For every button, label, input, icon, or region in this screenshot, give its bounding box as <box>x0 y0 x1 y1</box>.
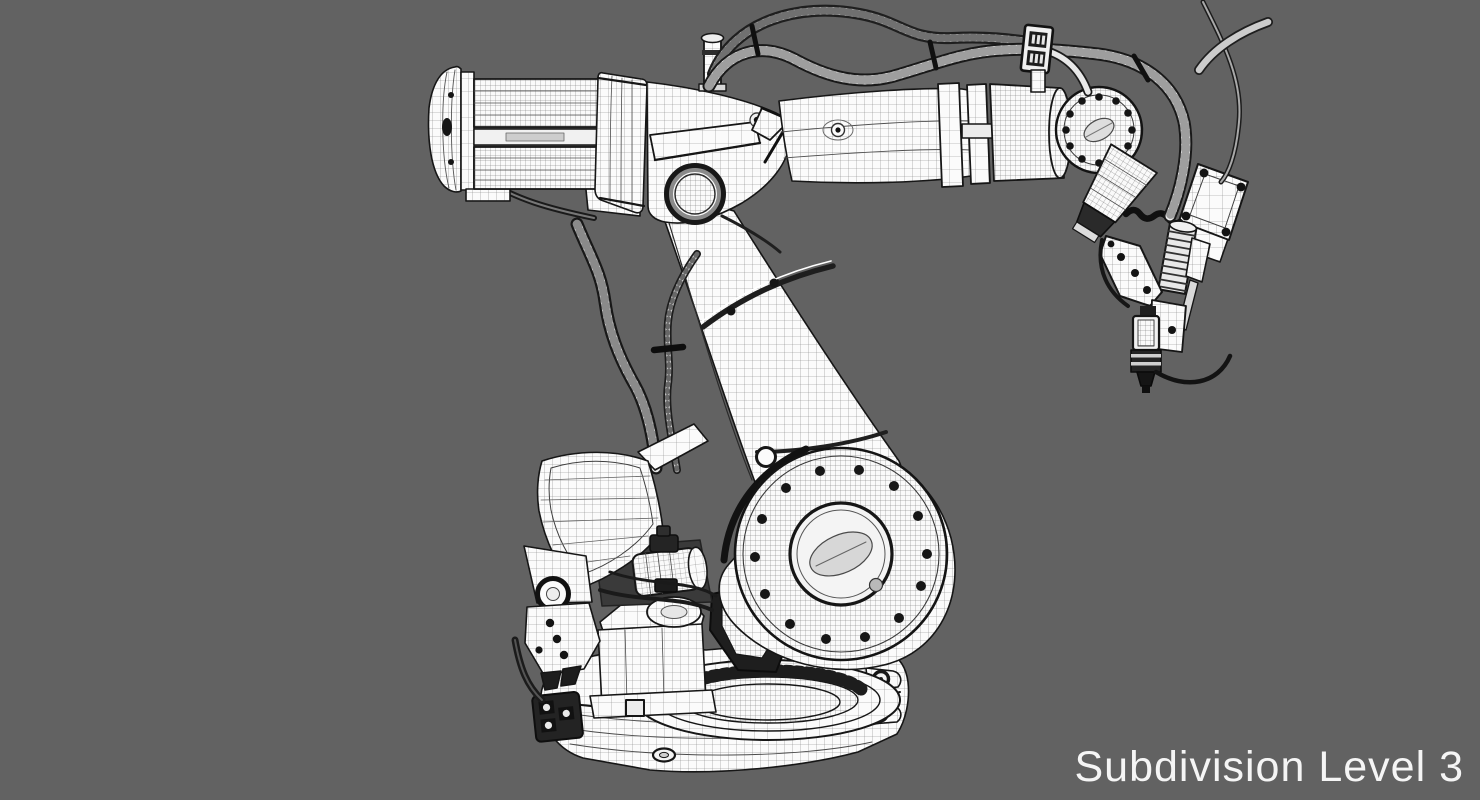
shoulder-joint <box>718 445 956 671</box>
cylinder-tube-bottom <box>473 146 607 190</box>
pedestal <box>589 599 717 719</box>
lower-arm-link <box>655 192 903 511</box>
forearm-link <box>778 82 1144 188</box>
axis2-motor <box>598 525 718 628</box>
dress-hoses <box>698 0 1273 223</box>
forearm-ring-a <box>937 82 964 188</box>
elbow-housing <box>594 71 792 254</box>
torch-cable <box>1153 353 1233 385</box>
subdivision-level-caption: Subdivision Level 3 <box>1074 743 1464 791</box>
base-cable-clamp <box>531 691 584 743</box>
joint-bolt-ring <box>750 465 932 644</box>
conduit-clamp <box>650 343 687 354</box>
torch-tip <box>1136 371 1156 387</box>
arm-cable-conduits <box>570 217 701 475</box>
axis2-bracket <box>523 545 601 691</box>
arm-trim-strip <box>700 263 836 330</box>
wrist-cone <box>1071 143 1158 244</box>
hose-clamp <box>1019 23 1055 75</box>
